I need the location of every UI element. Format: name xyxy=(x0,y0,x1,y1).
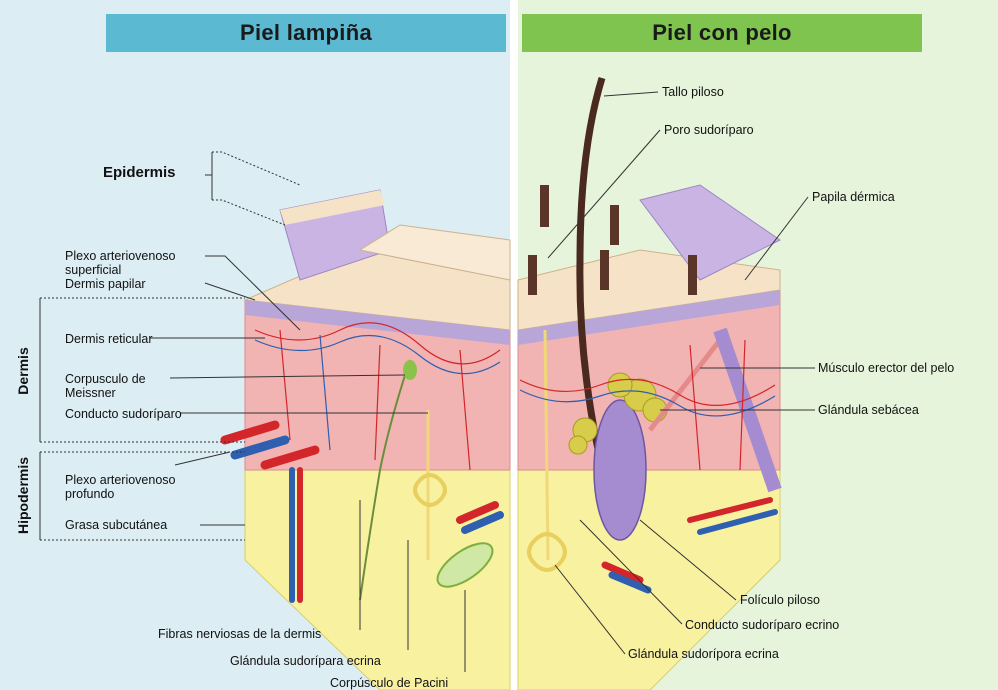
label-glandula-sebacea: Glándula sebácea xyxy=(818,403,919,417)
label-dermis-papilar: Dermis papilar xyxy=(65,277,146,291)
meissner-corpuscle xyxy=(403,360,417,380)
label-plexo-superficial-1: Plexo arteriovenoso xyxy=(65,249,175,263)
label-meissner-1: Corpusculo de xyxy=(65,372,146,386)
label-grasa-subcutanea: Grasa subcutánea xyxy=(65,518,167,532)
label-plexo-superficial-2: superficial xyxy=(65,263,121,277)
label-tallo-piloso: Tallo piloso xyxy=(662,85,724,99)
label-hipodermis-vertical: Hipodermis xyxy=(15,458,31,534)
label-glandula-sudoripora-ecrina: Glándula sudorípora ecrina xyxy=(628,647,779,661)
hair-follicle xyxy=(594,400,646,540)
label-musculo-erector: Músculo erector del pelo xyxy=(818,361,954,375)
label-conducto-sudoriparo: Conducto sudoríparo xyxy=(65,407,182,421)
label-corpusculo-pacini: Corpúsculo de Pacini xyxy=(330,676,448,690)
label-fibras-nerviosas: Fibras nerviosas de la dermis xyxy=(158,627,321,641)
label-dermis-vertical: Dermis xyxy=(15,346,31,396)
label-glandula-sudoripara-ecrina: Glándula sudorípara ecrina xyxy=(230,654,381,668)
label-foliculo-piloso: Folículo piloso xyxy=(740,593,820,607)
label-meissner-2: Meissner xyxy=(65,386,116,400)
label-papila-dermica: Papila dérmica xyxy=(812,190,895,204)
label-poro-sudoriparo: Poro sudoríparo xyxy=(664,123,754,137)
label-plexo-profundo-2: profundo xyxy=(65,487,114,501)
label-plexo-profundo-1: Plexo arteriovenoso xyxy=(65,473,175,487)
label-dermis-reticular: Dermis reticular xyxy=(65,332,153,346)
label-conducto-sudoriparo-ecrino: Conducto sudoríparo ecrino xyxy=(685,618,839,632)
label-epidermis: Epidermis xyxy=(103,166,176,180)
